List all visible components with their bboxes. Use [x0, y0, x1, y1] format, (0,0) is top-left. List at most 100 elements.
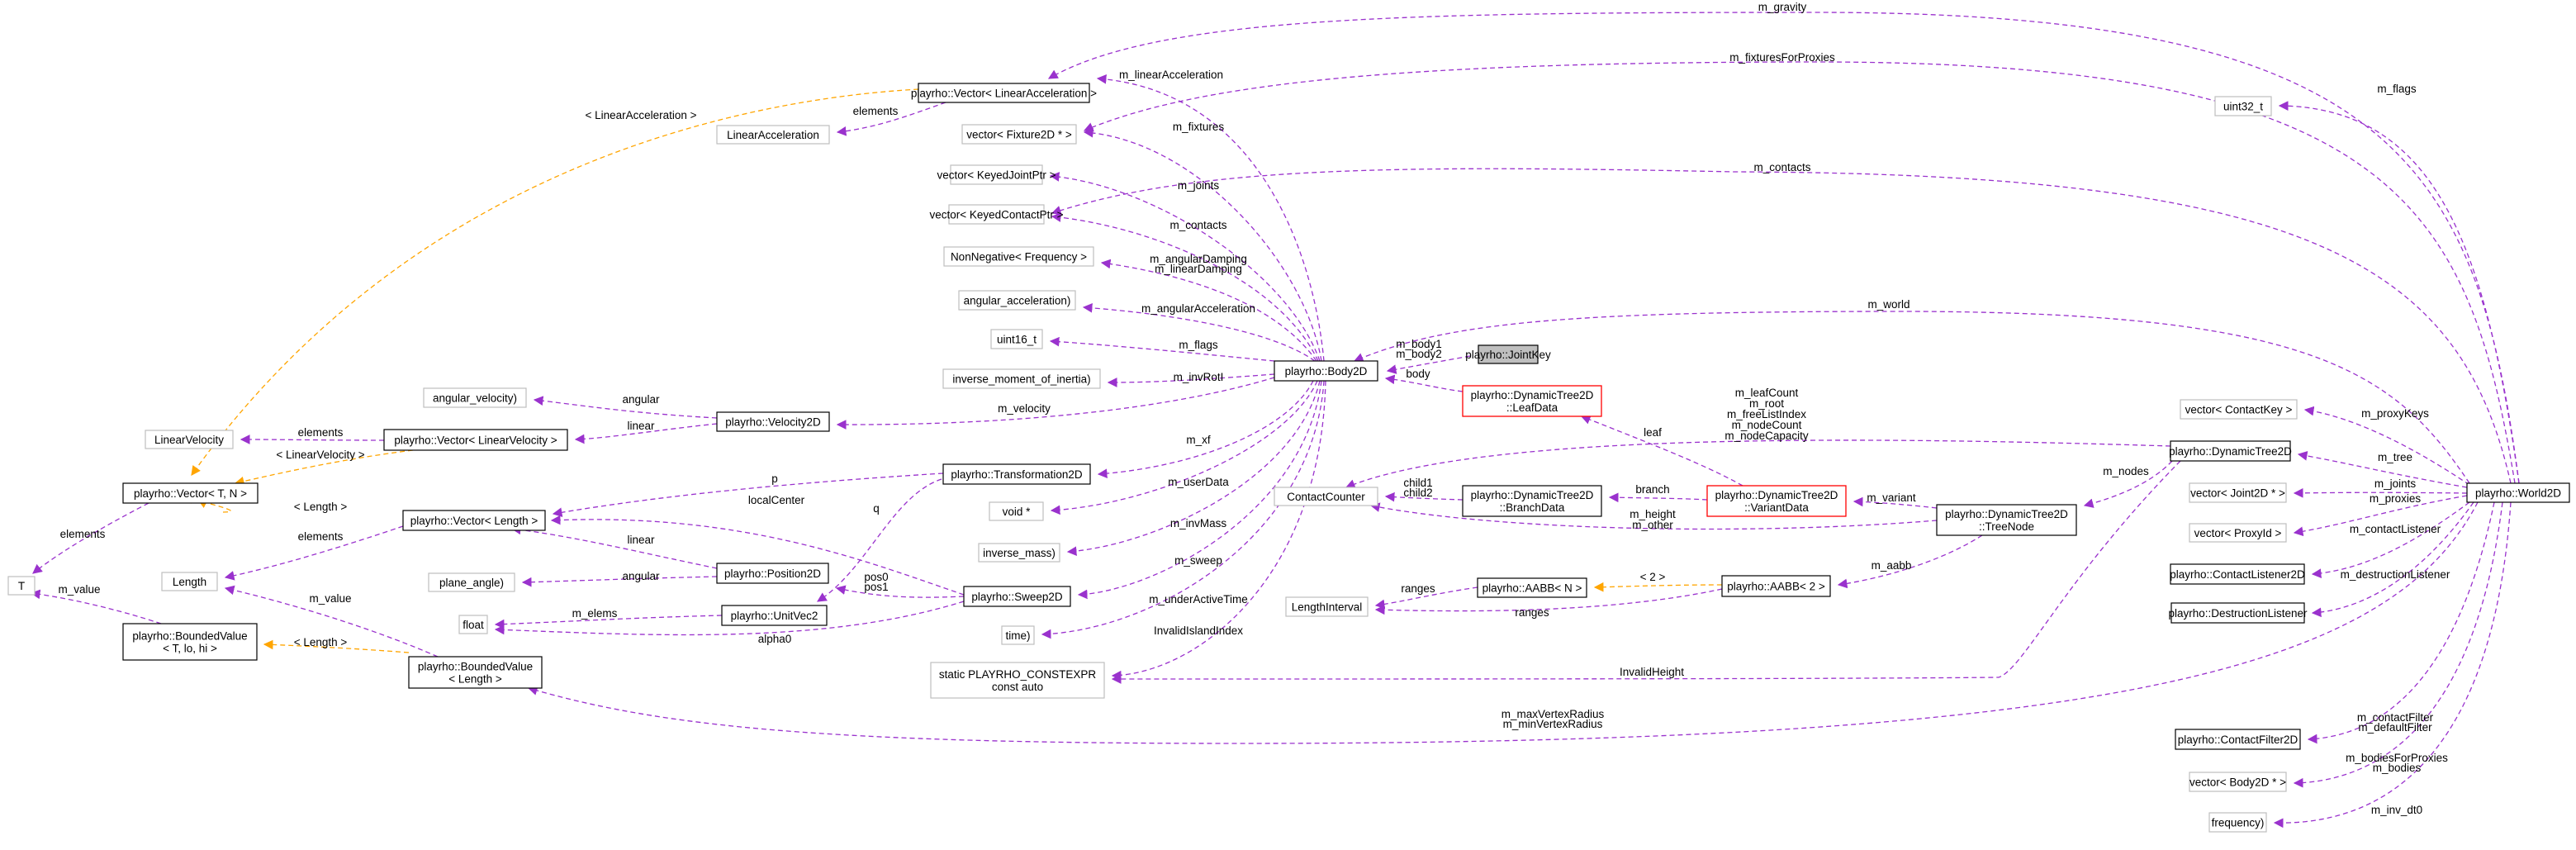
node-time[interactable]: time) [1001, 625, 1035, 645]
node-aabbn[interactable]: playrho::AABB< N > [1477, 577, 1587, 598]
edge-e7 [1082, 302, 1316, 362]
node-box [716, 563, 829, 584]
edge-label: linear [627, 420, 655, 432]
node-vecproxyid[interactable]: vector< ProxyId > [2189, 523, 2287, 543]
node-body2d[interactable]: playrho::Body2D [1274, 360, 1378, 382]
edge-label: ranges [1401, 582, 1435, 595]
node-label: playrho::DynamicTree2D [1945, 508, 2068, 520]
node-veclinacc[interactable]: playrho::Vector< LinearAcceleration > [911, 83, 1097, 103]
node-veclinvel[interactable]: playrho::Vector< LinearVelocity > [383, 429, 568, 451]
edge-e29 [510, 525, 718, 569]
node-lengthinterval[interactable]: LengthInterval [1285, 596, 1369, 617]
node-angvel[interactable]: angular_velocity) [423, 387, 527, 408]
edge-e39 [1384, 491, 1464, 502]
node-position2d[interactable]: playrho::Position2D [716, 563, 829, 584]
node-jointkey[interactable]: playrho::JointKey [1465, 344, 1551, 364]
node-label: ::TreeNode [1979, 520, 2034, 533]
node-world2d[interactable]: playrho::World2D [2466, 482, 2570, 503]
node-label: playrho::DynamicTree2D [2169, 445, 2292, 458]
edge-label: < Length > [294, 501, 348, 513]
node-velocity2d[interactable]: playrho::Velocity2D [716, 411, 830, 432]
node-vecfixture[interactable]: vector< Fixture2D * > [961, 124, 1077, 145]
node-box [1285, 596, 1369, 617]
node-bvlength[interactable]: playrho::BoundedValue< Length > [408, 656, 543, 689]
edge-label: m_tree [2378, 451, 2412, 463]
node-branchdata[interactable]: playrho::DynamicTree2D::BranchData [1462, 485, 1602, 517]
node-box [1706, 485, 1847, 517]
edge-e56 [2297, 451, 2468, 488]
node-invmass[interactable]: inverse_mass) [978, 543, 1060, 563]
edge-label: m_invRotI [1174, 371, 1224, 383]
node-label: playrho::Transformation2D [951, 468, 1083, 481]
node-veccontactkey[interactable]: vector< ContactKey > [2180, 399, 2298, 420]
node-label: angular_velocity) [433, 392, 517, 405]
edge-label: InvalidHeight [1620, 666, 1684, 678]
edge-e33 [835, 585, 965, 598]
node-box [1462, 485, 1602, 517]
edge-label: angular [622, 570, 660, 582]
node-box [948, 204, 1045, 225]
node-box [2180, 399, 2298, 420]
node-length[interactable]: Length [161, 572, 218, 591]
node-label: vector< ContactKey > [2185, 404, 2293, 416]
node-unitvec2[interactable]: playrho::UnitVec2 [721, 605, 828, 626]
node-contactlistener2d[interactable]: playrho::ContactListener2D [2170, 563, 2305, 585]
node-leafdata[interactable]: playrho::DynamicTree2D::LeafData [1462, 385, 1602, 417]
edge-label: q [873, 502, 880, 515]
node-box [1274, 487, 1378, 506]
edge-e43 [1837, 534, 1983, 589]
node-veclength[interactable]: playrho::Vector< Length > [402, 510, 546, 531]
node-voidptr[interactable]: void * [989, 501, 1044, 521]
node-vecbody2d[interactable]: vector< Body2D * > [2189, 772, 2287, 792]
node-label: Length [173, 576, 206, 588]
edge-label: m_destructionListener [2341, 568, 2450, 581]
node-uint32[interactable]: uint32_t [2214, 96, 2272, 116]
node-aabb2[interactable]: playrho::AABB< 2 > [1721, 575, 1831, 597]
node-transformation2d[interactable]: playrho::Transformation2D [942, 463, 1091, 485]
node-float[interactable]: float [458, 615, 488, 634]
node-variantdata[interactable]: playrho::DynamicTree2D::VariantData [1706, 485, 1847, 517]
node-veckeyedcontact[interactable]: vector< KeyedContactPtr > [929, 204, 1064, 225]
node-linacc[interactable]: LinearAcceleration [716, 125, 830, 145]
node-linvel[interactable]: LinearVelocity [145, 430, 234, 449]
edge-label: leaf [1644, 426, 1662, 439]
node-frequency[interactable]: frequency) [2208, 812, 2267, 833]
edge-label: ranges [1515, 606, 1549, 619]
node-invmoi[interactable]: inverse_moment_of_inertia) [942, 368, 1101, 389]
node-bvtemplate[interactable]: playrho::BoundedValue< T, lo, hi > [122, 623, 258, 661]
node-t[interactable]: T [7, 576, 36, 596]
node-sweep2d[interactable]: playrho::Sweep2D [963, 586, 1071, 607]
node-contactcounter[interactable]: ContactCounter [1274, 487, 1378, 506]
node-nonnegfreq[interactable]: NonNegative< Frequency > [943, 246, 1094, 267]
edge-label: m_nodeCapacity [1724, 430, 1809, 442]
node-contactfilter2d[interactable]: playrho::ContactFilter2D [2175, 729, 2301, 750]
node-destructionlistener[interactable]: playrho::DestructionListener [2168, 602, 2308, 624]
node-vectortn[interactable]: playrho::Vector< T, N > [122, 482, 259, 504]
node-label: plane_angle) [439, 577, 504, 589]
edge-e2 [1096, 74, 1325, 362]
edge-e41 [1853, 496, 1938, 509]
node-box [943, 246, 1094, 267]
node-box [1274, 360, 1378, 382]
node-treenode[interactable]: playrho::DynamicTree2D::TreeNode [1936, 504, 2077, 536]
node-label: NonNegative< Frequency > [951, 251, 1087, 264]
node-uint16[interactable]: uint16_t [990, 329, 1043, 349]
node-veckeyedjoint[interactable]: vector< KeyedJointPtr > [937, 164, 1056, 185]
node-label: playrho::World2D [2475, 487, 2561, 500]
node-box [918, 83, 1090, 103]
edge-label: m_inv_dt0 [2371, 804, 2422, 816]
edge-e50 [1047, 12, 2520, 484]
node-angacc[interactable]: angular_acceleration) [958, 290, 1076, 311]
edge-label: m_joints [2374, 477, 2417, 490]
edge-e52 [1051, 168, 2512, 484]
node-dynamictree2d[interactable]: playrho::DynamicTree2D [2169, 440, 2292, 462]
edge-e40 [1608, 492, 1708, 503]
edge-e22 [234, 449, 414, 487]
edge-label: m_userData [1168, 476, 1229, 488]
edge-label: child1 [1403, 477, 1432, 489]
edge-label: < 2 > [1640, 571, 1666, 583]
node-planeangle[interactable]: plane_angle) [428, 572, 515, 592]
edge-label: m_bodiesForProxies [2346, 752, 2448, 764]
node-vecjoint2d[interactable]: vector< Joint2D * > [2189, 482, 2287, 503]
